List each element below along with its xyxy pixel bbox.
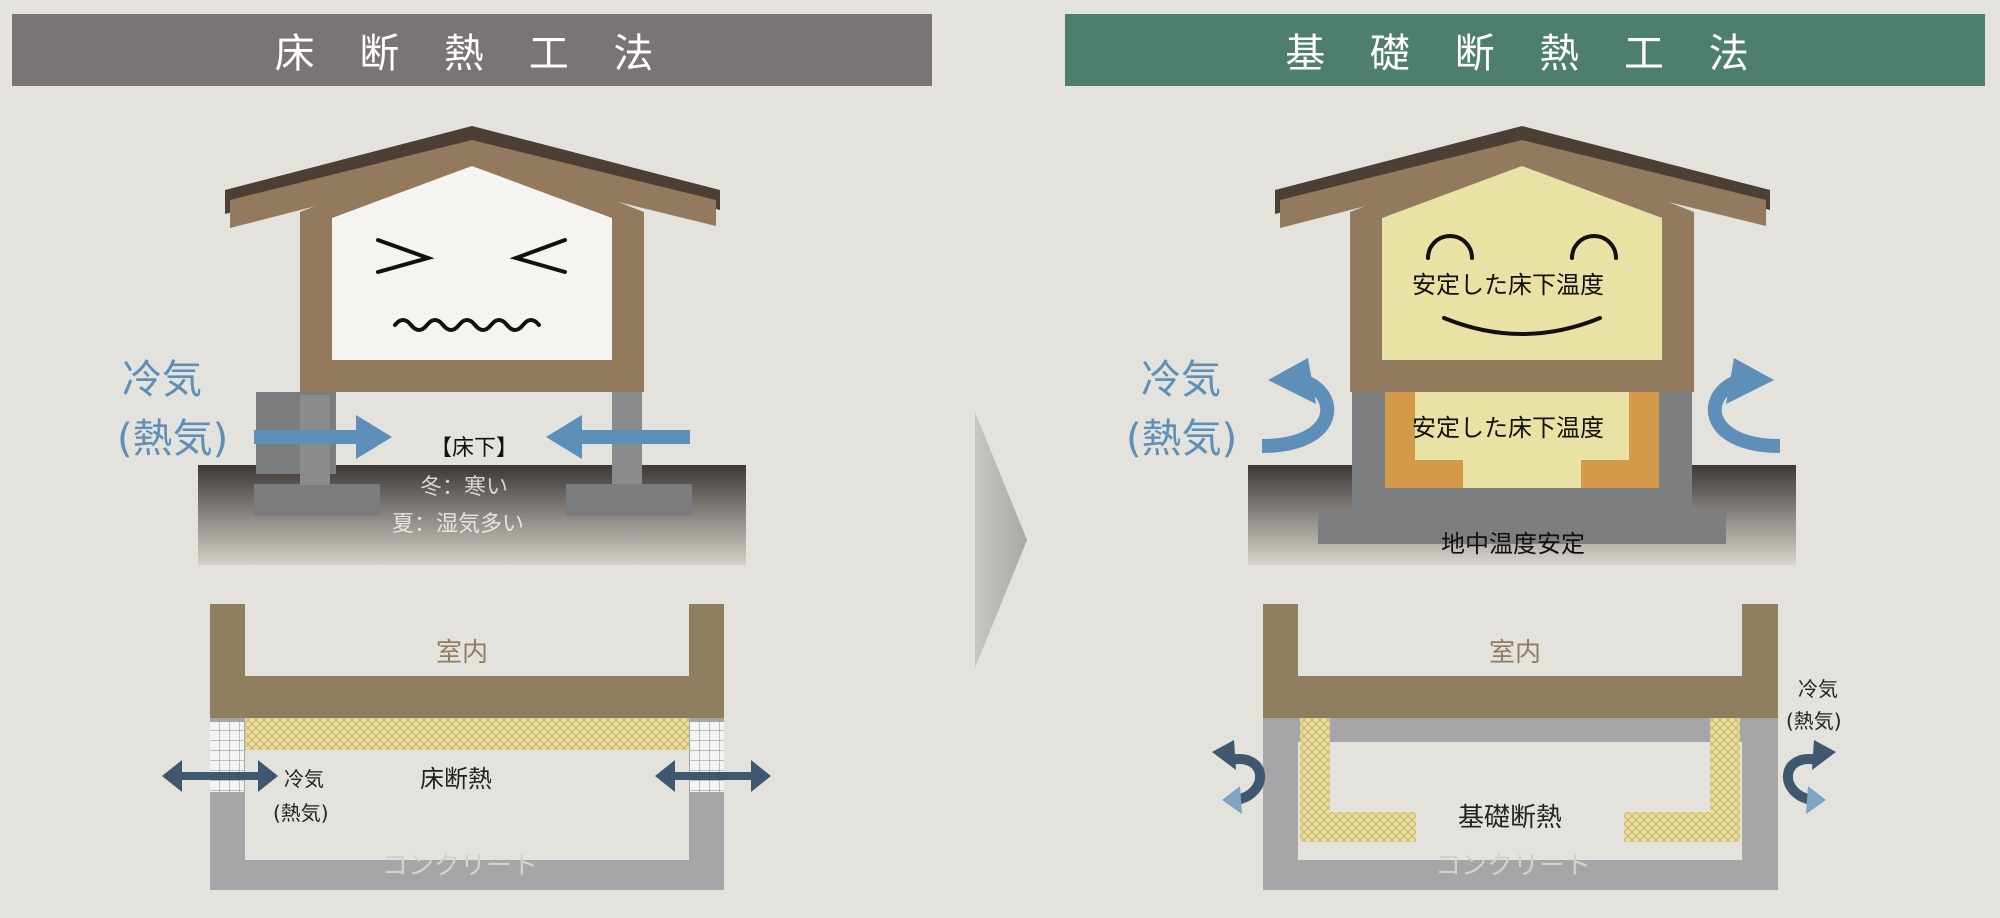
right-floor-structure xyxy=(1263,604,1778,718)
left-cold-air-small: 冷気 xyxy=(284,767,324,791)
left-hot-air-small: (熱気) xyxy=(273,801,329,825)
left-double-arrow-icon xyxy=(162,760,278,792)
right-room-label: 室内 xyxy=(1489,638,1541,668)
right-hot-air-small: (熱気) xyxy=(1786,709,1842,733)
left-floor-structure xyxy=(210,604,724,718)
happy-face-icon xyxy=(1426,234,1618,336)
foundation-insulation-label: 基礎断熱 xyxy=(1458,803,1562,833)
title-foundation-insulation: 基 礎 断 熱 工 法 xyxy=(1065,14,1985,86)
left-vent-grid xyxy=(210,722,244,792)
right-small-arrow-right-icon xyxy=(1782,740,1836,814)
winter-label: 冬：寒い xyxy=(420,475,508,500)
title-floor-insulation: 床 断 熱 工 法 xyxy=(12,14,932,86)
unhappy-face-icon xyxy=(376,238,567,332)
foundation-insulation-right xyxy=(1624,718,1740,842)
underfloor-label: 【床下】 xyxy=(430,436,518,461)
foundation-insulation-left xyxy=(1300,718,1416,842)
right-double-arrow-icon xyxy=(655,760,771,792)
right-cold-air-small: 冷気 xyxy=(1798,677,1838,701)
right-house-interior xyxy=(1382,166,1662,360)
left-footing-left xyxy=(254,484,380,516)
left-cold-air-label: 冷気 xyxy=(122,357,202,403)
right-curved-arrow-left xyxy=(1261,373,1335,453)
right-hot-air-label: (熱気) xyxy=(1126,416,1237,462)
left-hot-air-label: (熱気) xyxy=(117,416,228,462)
left-house: 冷気 (熱気) 【床下】 冬：寒い 夏：湿気多い xyxy=(117,126,746,565)
right-house: 冷気 (熱気) 安定した床下温度 安定した床下温度 地中温度安定 xyxy=(1126,126,1796,565)
right-section: 室内 基礎断熱 冷気 (熱気) コンクリート xyxy=(1212,604,1842,890)
left-section: 室内 床断熱 冷気 (熱気) コンクリート xyxy=(162,604,771,890)
ground-temp-label: 地中温度安定 xyxy=(1441,530,1585,558)
stable-temp-upper-label: 安定した床下温度 xyxy=(1412,271,1604,299)
right-concrete-label: コンクリート xyxy=(1435,851,1591,881)
floor-insulation-strip xyxy=(245,718,689,750)
left-room-label: 室内 xyxy=(436,638,488,668)
summer-label: 夏：湿気多い xyxy=(392,512,524,537)
right-curved-arrow-right xyxy=(1707,373,1781,453)
right-vent-grid xyxy=(690,722,724,792)
left-concrete-label: コンクリート xyxy=(382,851,538,881)
stable-temp-lower-label: 安定した床下温度 xyxy=(1412,414,1604,442)
chevron-right-icon xyxy=(975,412,1027,668)
right-small-arrow-left-icon xyxy=(1212,740,1266,814)
left-footing-right xyxy=(566,484,692,516)
floor-insulation-label: 床断熱 xyxy=(420,765,492,793)
left-house-interior xyxy=(332,166,612,360)
right-cold-air-label: 冷気 xyxy=(1141,357,1221,403)
